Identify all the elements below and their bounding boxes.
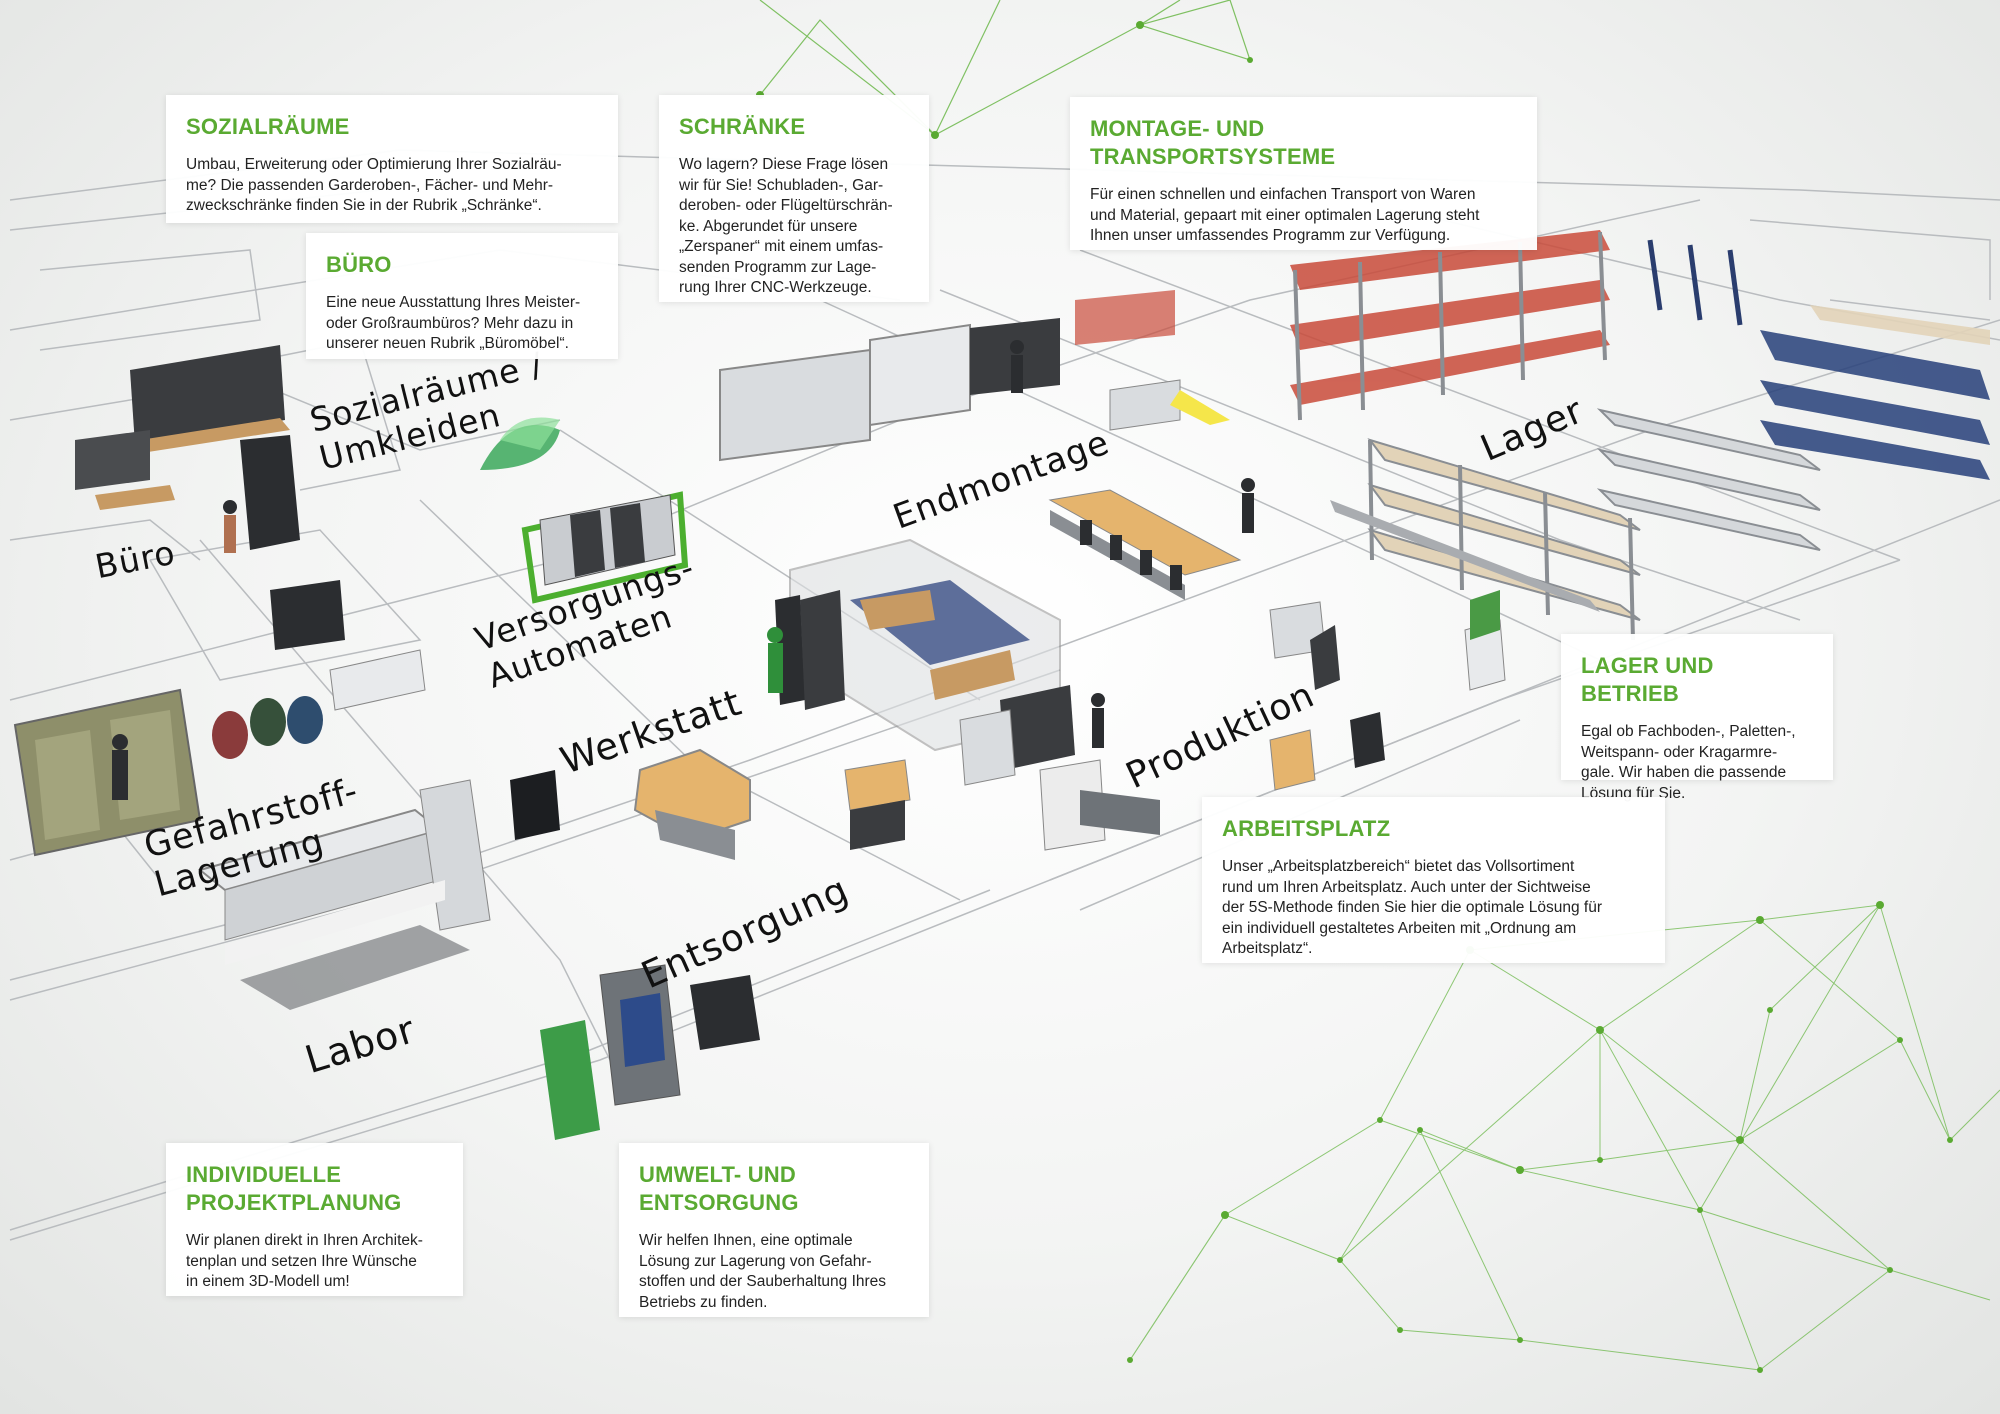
endmontage-workbenches [1048, 489, 1242, 600]
card-text: Egal ob Fachboden-, Paletten-, Weitspann… [1581, 723, 1796, 802]
card-title: ARBEITSPLATZ [1222, 816, 1391, 841]
card-title: BÜRO [326, 252, 392, 277]
worker-green [767, 627, 783, 693]
card-title: INDIVIDUELLE PROJEKTPLANUNG [186, 1162, 402, 1215]
card-text: Wir helfen Ihnen, eine optimale Lösung z… [639, 1232, 887, 1311]
card-title: LAGER UND BETRIEB [1581, 653, 1714, 706]
card-text: Unser „Arbeitsplatzbereich“ bietet das V… [1222, 858, 1602, 957]
vending-automats [480, 417, 689, 604]
card-title: SOZIALRÄUME [186, 114, 350, 139]
card-title: UMWELT- UND ENTSORGUNG [639, 1162, 799, 1215]
waste-disposal-units [540, 964, 760, 1140]
locker-block [75, 345, 345, 650]
info-card-lager: LAGER UND BETRIEB Egal ob Fachboden-, Pa… [1561, 634, 1833, 802]
card-text: Wir planen direkt in Ihren Architek- ten… [186, 1232, 423, 1290]
info-card-umwelt: UMWELT- UND ENTSORGUNG Wir helfen Ihnen,… [619, 1143, 929, 1317]
info-card-projektplanung: INDIVIDUELLE PROJEKTPLANUNG Wir planen d… [166, 1143, 463, 1296]
card-text: Für einen schnellen und einfachen Transp… [1090, 186, 1480, 244]
card-title: MONTAGE- UND TRANSPORTSYSTEME [1090, 116, 1336, 169]
card-title: SCHRÄNKE [679, 114, 806, 139]
warehouse-racks [1290, 230, 1990, 641]
info-card-schraenke: SCHRÄNKE Wo lagern? Diese Frage lösen wi… [659, 95, 929, 302]
network-decoration-bottom [1129, 904, 2000, 1371]
card-text: Eine neue Ausstattung Ihres Meister- ode… [326, 294, 581, 352]
people [112, 340, 1255, 800]
hexagon-workbench [510, 748, 911, 860]
lab-workstations [197, 779, 491, 1010]
card-text: Umbau, Erweiterung oder Optimierung Ihre… [186, 156, 562, 214]
info-card-arbeitsplatz: ARBEITSPLATZ Unser „Arbeitsplatzbereich“… [1202, 797, 1665, 963]
production-machines [959, 590, 1506, 851]
cabinet-row [719, 290, 1230, 462]
card-text: Wo lagern? Diese Frage lösen wir für Sie… [679, 156, 893, 296]
hazard-storage-cabinets [13, 649, 426, 857]
info-card-montage: MONTAGE- UND TRANSPORTSYSTEME Für einen … [1070, 97, 1537, 250]
info-card-sozialraeume: SOZIALRÄUME Umbau, Erweiterung oder Opti… [166, 95, 618, 223]
info-card-buero: BÜRO Eine neue Ausstattung Ihres Meister… [306, 233, 618, 359]
